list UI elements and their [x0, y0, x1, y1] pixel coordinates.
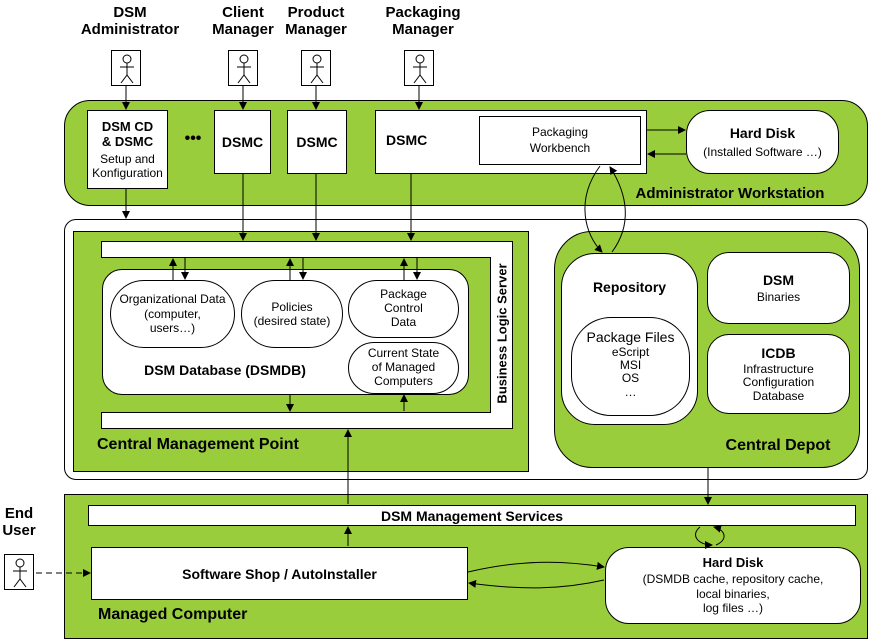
managed-hard-disk-title: Hard Disk [702, 555, 764, 571]
dsm-cd-dsmc-box: DSM CD & DSMC Setup and Konfiguration [87, 110, 168, 189]
icdb-subtitle: Infrastructure Configuration Database [742, 362, 815, 403]
dsm-database-label: DSM Database (DSMDB) [144, 362, 306, 378]
dsm-administrator-actor-icon [111, 50, 141, 86]
dsmc-label: DSMC [221, 134, 264, 150]
administrator-workstation-label: Administrator Workstation [635, 185, 825, 202]
packaging-workbench-box: Packaging Workbench [479, 116, 641, 165]
dsm-management-services-bar: DSM Management Services [88, 505, 856, 526]
central-depot-label: Central Depot [725, 437, 831, 454]
dsm-management-services-label: DSM Management Services [380, 507, 564, 524]
admin-hard-disk-box: Hard Disk (Installed Software …) [686, 110, 839, 174]
dsm-cd-dsmc-title: DSM CD & DSMC [101, 118, 154, 150]
current-state-ellipse: Current State of Managed Computers [348, 342, 459, 394]
central-management-point-label: Central Management Point [97, 436, 299, 453]
ellipsis-more-consoles: ••• [184, 130, 202, 147]
package-files-ellipse [571, 317, 690, 416]
policies-ellipse: Policies (desired state) [241, 280, 343, 348]
actor-label-packaging-manager: Packaging Manager [385, 4, 461, 39]
managed-computer-label: Managed Computer [98, 606, 248, 623]
actor-label-dsm-administrator: DSM Administrator [80, 4, 180, 39]
client-manager-actor-icon [228, 50, 258, 86]
actor-label-product-manager: Product Manager [285, 4, 347, 39]
package-control-data-label: Package Control Data [380, 287, 427, 329]
policies-label: Policies (desired state) [253, 299, 331, 328]
end-user-actor-icon [4, 554, 34, 590]
bls-right-bar [490, 241, 513, 429]
admin-hard-disk-subtitle: (Installed Software …) [703, 145, 822, 159]
bls-mask-bottom [490, 413, 512, 428]
packaging-workbench-label: Packaging Workbench [529, 124, 591, 155]
package-control-data-ellipse: Package Control Data [348, 280, 459, 338]
software-shop-box: Software Shop / AutoInstaller [91, 547, 468, 600]
dsm-binaries-subtitle: Binaries [756, 290, 801, 304]
admin-hard-disk-title: Hard Disk [729, 125, 796, 141]
dsmc-label: DSMC [386, 132, 428, 148]
dsmc-product-manager-box: DSMC [287, 110, 347, 174]
actor-label-client-manager: Client Manager [212, 4, 274, 39]
product-manager-actor-icon [301, 50, 331, 86]
dsm-cd-dsmc-subtitle: Setup and Konfiguration [92, 151, 163, 181]
dsm-binaries-box: DSM Binaries [707, 252, 850, 324]
bls-top-bar [101, 241, 513, 258]
icdb-box: ICDB Infrastructure Configuration Databa… [707, 334, 850, 414]
repository-label: Repository [592, 279, 667, 295]
package-files-list: eScript MSI OS … [611, 345, 650, 399]
dsmc-label: DSMC [296, 134, 338, 150]
organizational-data-label: Organizational Data (computer, users…) [119, 292, 226, 336]
dsmc-client-manager-box: DSMC [214, 110, 271, 174]
bls-bottom-bar [101, 412, 513, 429]
dsm-binaries-title: DSM [762, 272, 795, 288]
current-state-label: Current State of Managed Computers [367, 346, 440, 388]
organizational-data-ellipse: Organizational Data (computer, users…) [110, 280, 235, 348]
actor-label-end-user: End User [2, 505, 36, 540]
managed-hard-disk-subtitle: (DSMDB cache, repository cache, local bi… [642, 572, 824, 616]
managed-hard-disk-box: Hard Disk (DSMDB cache, repository cache… [605, 547, 861, 624]
software-shop-label: Software Shop / AutoInstaller [182, 565, 377, 582]
business-logic-server-label: Business Logic Server [494, 263, 510, 404]
icdb-title: ICDB [761, 345, 796, 362]
package-files-label: Package Files [586, 329, 675, 345]
packaging-manager-actor-icon [404, 50, 434, 86]
bls-mask-top [490, 242, 512, 257]
